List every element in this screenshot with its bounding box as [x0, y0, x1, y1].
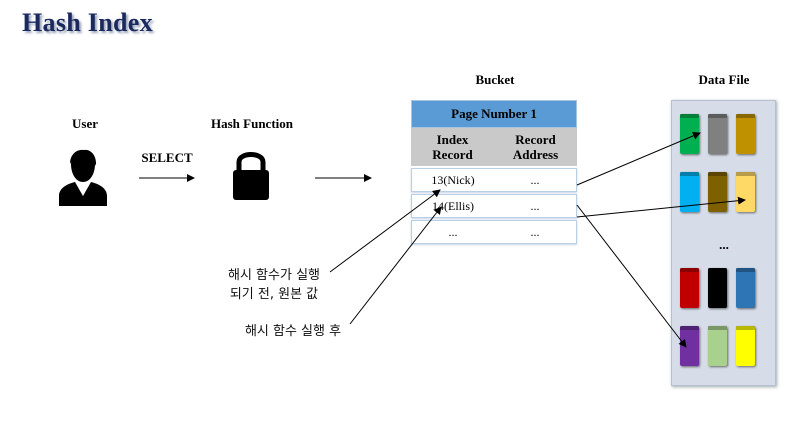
bucket-row: 13(Nick) ...	[411, 168, 577, 192]
index-record-cell: 13(Nick)	[431, 172, 475, 187]
note-after-hash: 해시 함수 실행 후	[244, 324, 342, 339]
data-file-ellipsis: ...	[719, 237, 729, 252]
bucket-page-header: Page Number 1	[411, 100, 577, 128]
data-file-icon	[736, 268, 755, 308]
bucket-label: Bucket	[475, 72, 515, 87]
data-file-icon	[736, 326, 755, 366]
arrow-row1-to-file	[576, 132, 701, 186]
data-file-icon	[736, 114, 755, 154]
data-file-label: Data File	[698, 72, 750, 87]
user-label: User	[72, 116, 98, 131]
arrow-row2b-to-file	[576, 204, 687, 348]
index-record-cell: ...	[448, 224, 458, 239]
record-address-cell: ...	[530, 224, 540, 239]
bucket-row: ... ...	[411, 220, 577, 244]
data-file-icon	[708, 114, 727, 154]
user-icon	[57, 144, 109, 206]
arrow-note-to-key	[329, 189, 441, 273]
page-title: Hash Index	[22, 8, 153, 37]
record-address-cell: ...	[530, 172, 540, 187]
data-file-icon	[708, 326, 727, 366]
select-label: SELECT	[141, 150, 193, 165]
lock-icon	[230, 148, 272, 202]
hash-function-label: Hash Function	[211, 116, 293, 131]
data-file-panel: ...	[671, 100, 776, 386]
data-file-icon	[680, 114, 699, 154]
data-file-icon	[680, 172, 699, 212]
data-file-icon	[680, 326, 699, 366]
data-file-icon	[680, 268, 699, 308]
index-record-cell: 14(Ellis)	[432, 198, 474, 213]
data-file-icon	[708, 268, 727, 308]
record-address-cell: ...	[530, 198, 540, 213]
arrow-note-to-hashed-key	[349, 206, 442, 325]
arrow-row2-to-file	[576, 196, 746, 218]
